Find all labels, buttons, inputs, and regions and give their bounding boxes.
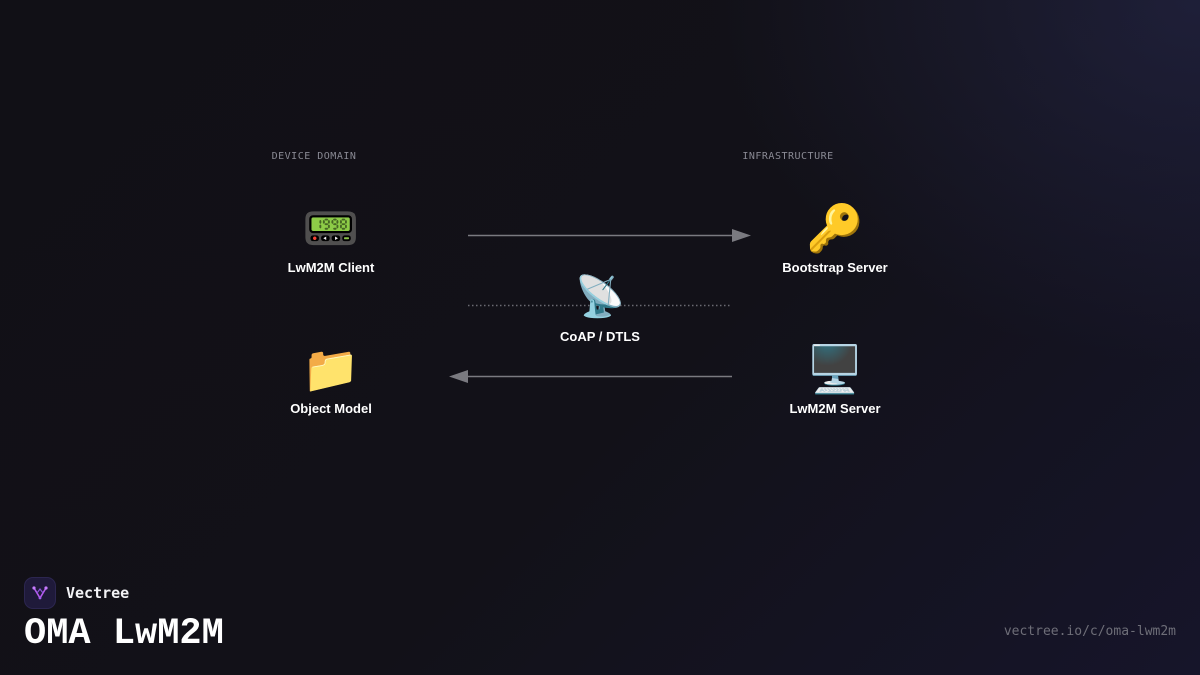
server-to-object-model-arrow — [449, 370, 732, 383]
bootstrap-server-node: 🔑 Bootstrap Server — [735, 200, 935, 275]
infrastructure-label: INFRASTRUCTURE — [742, 151, 834, 162]
page-url[interactable]: vectree.io/c/oma-lwm2m — [1003, 624, 1176, 639]
client-to-bootstrap-arrow — [468, 229, 751, 242]
page-title: OMA LwM2M — [24, 613, 224, 655]
lwm2m-server-node: 🖥️ LwM2M Server — [735, 341, 935, 416]
brand: Vectree — [24, 577, 129, 609]
pager-icon: 📟 — [302, 201, 360, 255]
device-domain-label: DEVICE DOMAIN — [271, 151, 357, 162]
lwm2m-server-label: LwM2M Server — [789, 401, 881, 416]
folder-icon: 📁 — [302, 342, 360, 396]
brand-name: Vectree — [66, 584, 130, 602]
vectree-logo-icon — [24, 577, 56, 609]
satellite-antenna-icon: 📡 — [575, 274, 625, 320]
desktop-computer-icon: 🖥️ — [806, 342, 864, 396]
lwm2m-client-label: LwM2M Client — [287, 260, 375, 275]
bootstrap-server-label: Bootstrap Server — [782, 260, 888, 275]
lwm2m-client-node: 📟 LwM2M Client — [231, 200, 431, 275]
coap-dtls-label: CoAP / DTLS — [560, 329, 640, 344]
key-icon: 🔑 — [806, 201, 864, 255]
object-model-node: 📁 Object Model — [231, 341, 431, 416]
object-model-label: Object Model — [290, 401, 372, 416]
coap-dtls-node: 📡 CoAP / DTLS — [500, 269, 700, 344]
